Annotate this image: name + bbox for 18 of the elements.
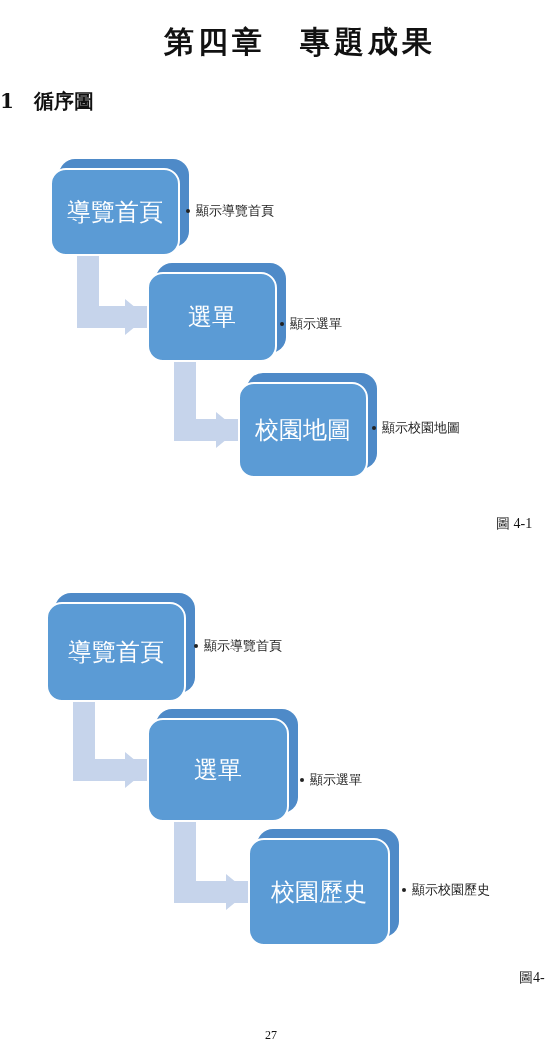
box-label: 導覽首頁 [68, 637, 164, 667]
box-label: 選單 [188, 302, 236, 332]
bullet-note: 顯示校園地圖 [372, 420, 462, 437]
figure-caption: 圖 4-1 [496, 515, 533, 533]
section-heading: 1 循序圖 [0, 88, 94, 115]
box-label: 導覽首頁 [67, 197, 163, 227]
page-number: 27 [265, 1028, 277, 1043]
box-label: 校園歷史 [271, 877, 367, 907]
bullet-note: 顯示導覽首頁 [186, 203, 306, 220]
box-label: 選單 [194, 755, 242, 785]
bullet-note: 顯示導覽首頁 [194, 638, 284, 655]
box-label: 校園地圖 [255, 415, 351, 445]
bullet-note: 顯示選單 [280, 316, 370, 333]
chapter-heading: 第四章 專題成果 [163, 23, 437, 61]
bent-arrow [77, 256, 147, 335]
bullet-note: 顯示校園歷史 [402, 882, 492, 899]
bullet-note: 顯示選單 [300, 772, 410, 789]
figure-caption: 圖4- [519, 969, 545, 987]
